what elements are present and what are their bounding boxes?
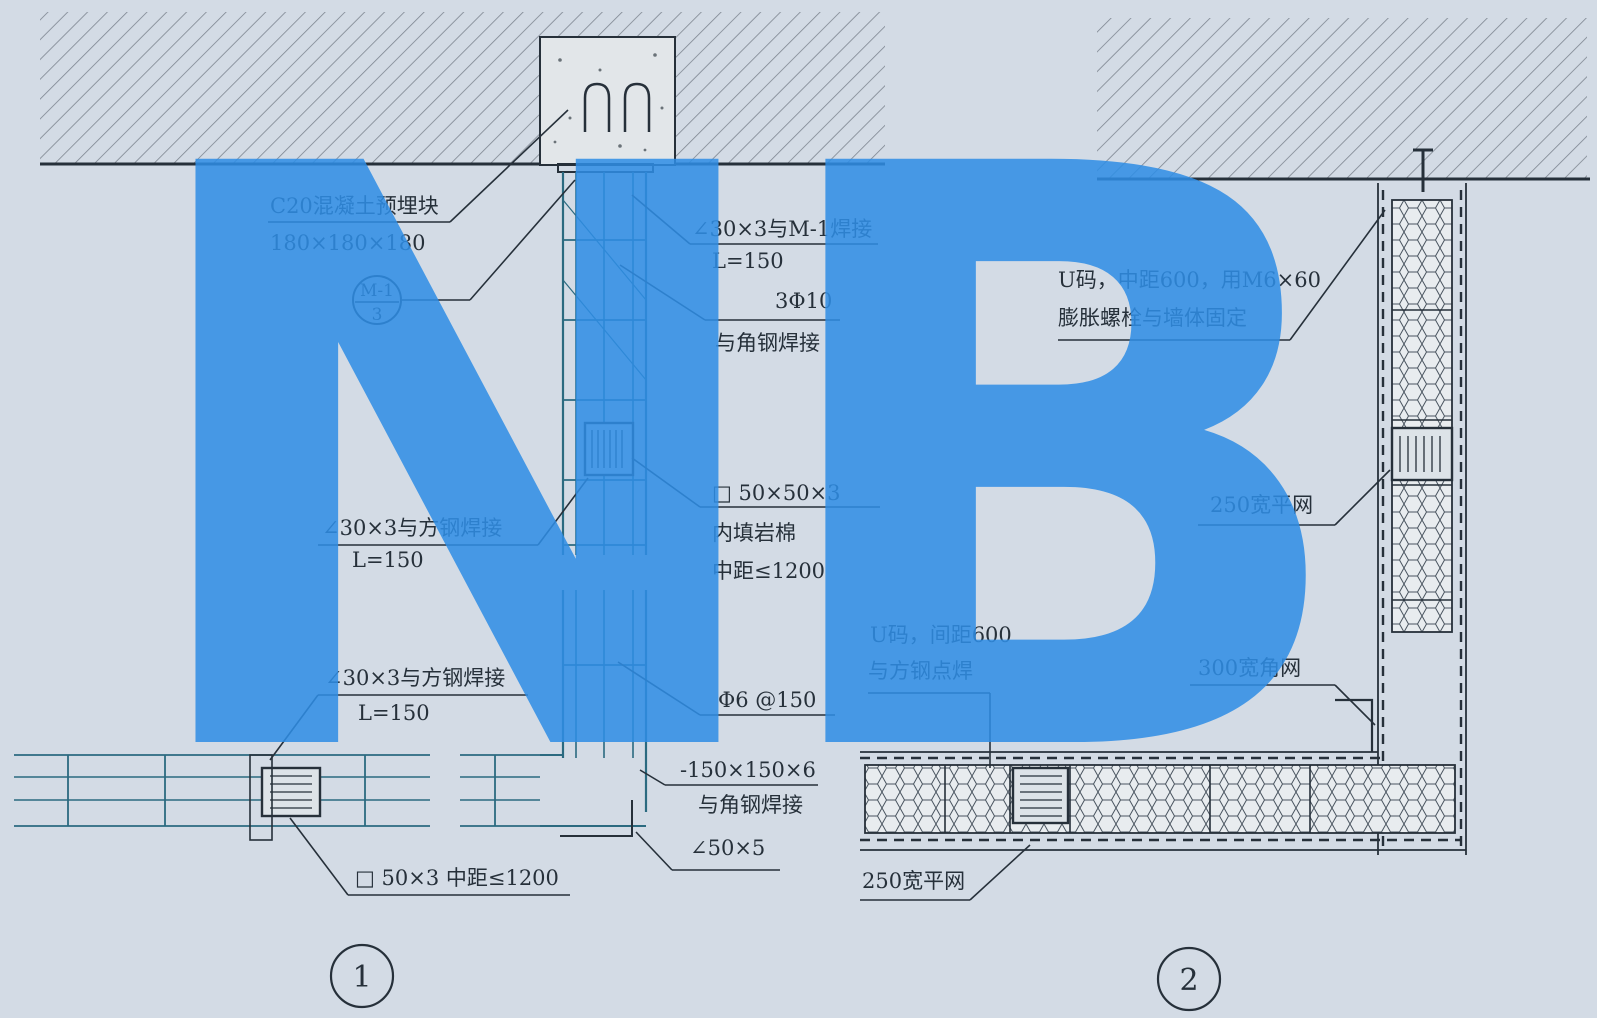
label-tube-size: □ 50×50×3 bbox=[712, 481, 841, 505]
label-flat-mesh-horizontal: 250宽平网 bbox=[862, 869, 965, 893]
square-tube-detail-2-horizontal-fill bbox=[1020, 775, 1062, 817]
detail-1-drawing bbox=[14, 12, 885, 1009]
label-angle-weld-tube-upper-len: L=150 bbox=[352, 548, 424, 572]
label-angle-weld-m1: ∠30×3与M-1焊接 bbox=[692, 217, 872, 241]
detail-2-drawing bbox=[860, 18, 1590, 1012]
label-stirrup: Φ6 @150 bbox=[718, 688, 816, 712]
square-tube-vertical bbox=[583, 421, 635, 477]
plaster-lines bbox=[860, 183, 1467, 855]
square-tube-detail-2-vertical bbox=[1390, 426, 1454, 482]
label-u-clip-tube-line1: U码，间距600 bbox=[870, 623, 1012, 647]
label-plate-weld: 与角钢焊接 bbox=[698, 793, 803, 817]
embed-block-aggregate bbox=[553, 53, 664, 152]
vertical-panel-joints bbox=[1392, 309, 1452, 601]
label-tube-fill: 内填岩棉 bbox=[712, 521, 796, 545]
square-tube-detail-2-horizontal bbox=[1011, 766, 1070, 825]
label-corner-mesh: 300宽角网 bbox=[1198, 656, 1301, 680]
label-plate: -150×150×6 bbox=[680, 758, 816, 782]
label-u-clip-wall-line2: 膨胀螺栓与墙体固定 bbox=[1058, 306, 1247, 330]
corner-mesh-outline bbox=[1335, 698, 1374, 752]
detail-2-labels: U码，中距600，用M6×60 膨胀螺栓与墙体固定 250宽平网 U码，间距60… bbox=[862, 268, 1321, 998]
embed-plate-m1 bbox=[557, 163, 654, 173]
detail-1-number: 1 bbox=[352, 960, 371, 995]
horizontal-insulation-panel bbox=[864, 764, 1456, 834]
detail-1-slab bbox=[40, 12, 885, 164]
square-tube-detail-2-vertical-fill bbox=[1399, 436, 1441, 472]
label-u-clip-tube-line2: 与方钢点焊 bbox=[868, 659, 973, 683]
detail-2-number-bubble bbox=[1156, 946, 1222, 1012]
label-rebar-weld: 与角钢焊接 bbox=[715, 331, 820, 355]
label-tube-horizontal: □ 50×3 中距≤1200 bbox=[355, 866, 559, 890]
label-m1-top: M-1 bbox=[360, 281, 394, 301]
detail-1-number-bubble bbox=[329, 943, 395, 1009]
corner-return bbox=[540, 740, 646, 827]
label-flat-mesh-vertical: 250宽平网 bbox=[1210, 493, 1313, 517]
vertical-steel-column bbox=[561, 172, 648, 812]
detail-1-leaders bbox=[268, 109, 880, 896]
mesh-dashed-outlines bbox=[860, 190, 1463, 850]
m1-reference-bubble bbox=[352, 275, 402, 325]
detail-2-number: 2 bbox=[1179, 963, 1198, 998]
label-u-clip-wall-line1: U码，中距600，用M6×60 bbox=[1058, 268, 1321, 292]
vertical-insulation-panel bbox=[1391, 199, 1453, 633]
detail-2-slab bbox=[1097, 18, 1587, 178]
square-tube-horizontal bbox=[249, 754, 322, 841]
horizontal-steel-bars bbox=[14, 754, 540, 827]
expansion-bolt bbox=[1413, 148, 1433, 192]
horizontal-panel-joints bbox=[944, 765, 1311, 833]
detail-1-labels: C20混凝土预埋块 180×180×180 M-1 3 ∠30×3与M-1焊接 … bbox=[270, 194, 872, 995]
watermark-logo: NB bbox=[122, 0, 1322, 931]
label-angle-weld-tube-lower-len: L=150 bbox=[358, 701, 430, 725]
label-m1-bottom: 3 bbox=[372, 305, 383, 325]
label-tube-spacing: 中距≤1200 bbox=[712, 559, 825, 583]
label-corner-angle: ∠50×5 bbox=[690, 836, 765, 860]
label-embed-block-line1: C20混凝土预埋块 bbox=[270, 194, 439, 218]
embed-block-anchor-bars bbox=[583, 82, 651, 132]
detail-2-leaders bbox=[860, 209, 1391, 901]
label-embed-block-line2: 180×180×180 bbox=[270, 231, 425, 255]
corner-angle bbox=[560, 800, 633, 837]
embed-block bbox=[539, 36, 676, 166]
label-angle-weld-m1-len: L=150 bbox=[712, 249, 784, 273]
label-rebar: 3Φ10 bbox=[775, 289, 832, 313]
label-angle-weld-tube-lower: ∠30×3与方钢焊接 bbox=[325, 666, 505, 690]
label-angle-weld-tube-upper: ∠30×3与方钢焊接 bbox=[322, 516, 502, 540]
